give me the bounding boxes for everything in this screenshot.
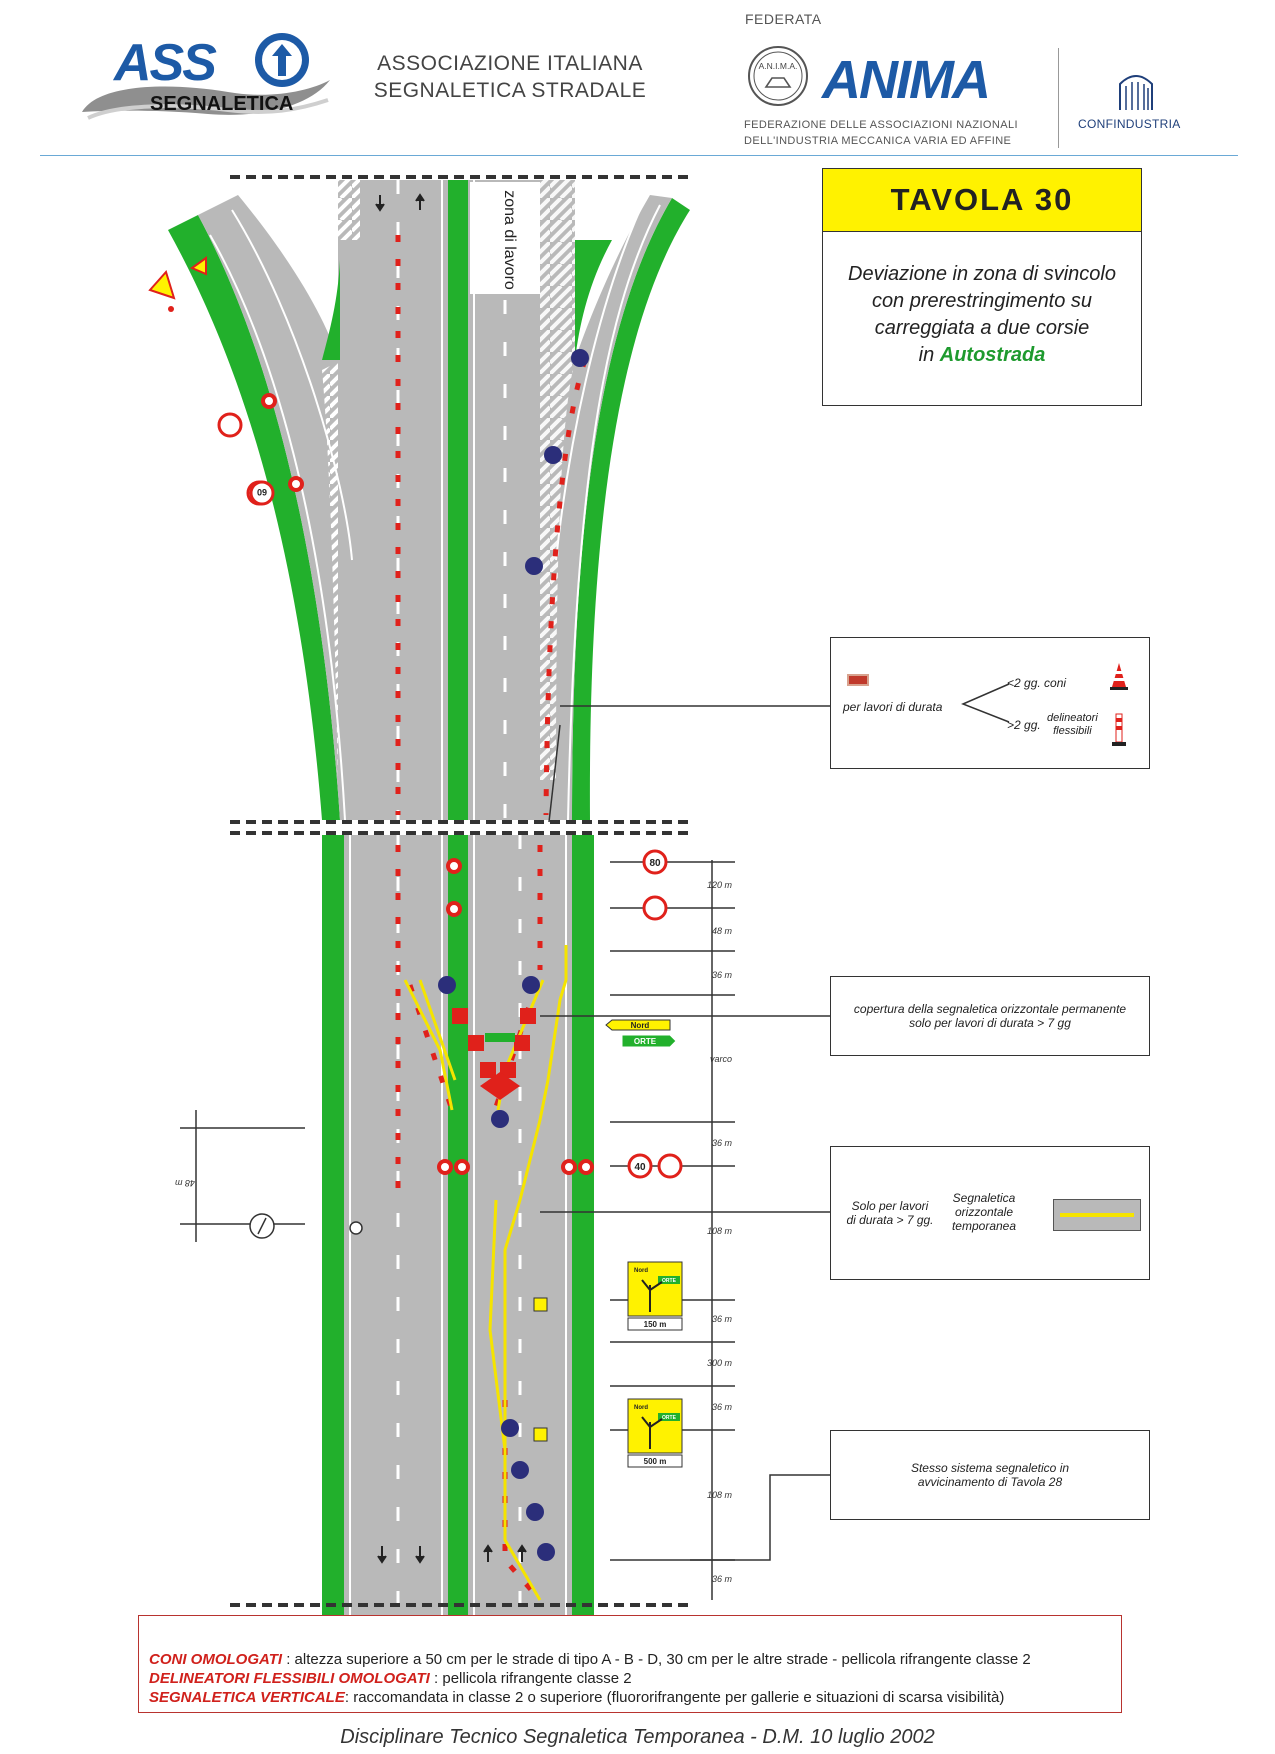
red-ring-signs	[261, 393, 594, 1175]
no-overtaking-sign-2	[657, 1153, 683, 1179]
chevron-panels	[452, 1008, 536, 1100]
svg-text:40: 40	[634, 1162, 646, 1173]
durata-callout: per lavori di durata <2 gg. coni >2 gg. …	[830, 637, 1150, 769]
note-segnaletica: SEGNALETICA VERTICALE: raccomandata in c…	[149, 1689, 1005, 1706]
confindustria-emblem-icon	[1119, 75, 1153, 110]
svg-text:varco: varco	[710, 1054, 732, 1064]
stesso-callout: Stesso sistema segnaletico in avviciname…	[830, 1430, 1150, 1520]
svg-text:Nord: Nord	[631, 1021, 650, 1030]
svg-text:ANIMA: ANIMA	[820, 50, 989, 108]
work-block-2	[533, 1427, 548, 1442]
speed-sign-60: 60	[249, 480, 275, 506]
delineator-swatch	[847, 674, 869, 686]
svg-text:300 m: 300 m	[707, 1358, 733, 1368]
anima-seal-logo: A.N.I.M.A.	[748, 46, 808, 106]
note-delineatori: DELINEATORI FLESSIBILI OMOLOGATI : pelli…	[149, 1670, 632, 1687]
svg-text:108 m: 108 m	[707, 1226, 733, 1236]
presignal-500: 500 m Nord ORTE	[627, 1398, 683, 1468]
arrow-lights	[438, 349, 589, 1561]
footer-text: Disciplinare Tecnico Segnaletica Tempora…	[340, 1726, 935, 1748]
svg-text:80: 80	[649, 858, 661, 869]
svg-text:36 m: 36 m	[712, 1314, 733, 1324]
association-name: ASSOCIAZIONE ITALIANA SEGNALETICA STRADA…	[373, 52, 647, 102]
temporanea-callout: Solo per lavori di durata > 7 gg. Segnal…	[830, 1146, 1150, 1280]
work-zone-label: zona di lavoro	[501, 190, 518, 290]
svg-text:150 m: 150 m	[644, 1320, 667, 1329]
notes-box: CONI OMOLOGATI : altezza superiore a 50 …	[138, 1615, 1122, 1713]
temporary-line-swatch	[1053, 1199, 1141, 1231]
svg-text:36 m: 36 m	[712, 1574, 733, 1584]
svg-text:Nord: Nord	[634, 1405, 648, 1411]
svg-text:ORTE: ORTE	[662, 1415, 677, 1421]
speed-sign-80: 80	[642, 849, 668, 875]
federata-label: FEDERATA	[745, 11, 822, 27]
svg-text:500 m: 500 m	[644, 1457, 667, 1466]
svg-text:120 m: 120 m	[707, 880, 733, 890]
lane-arrows	[375, 193, 527, 1564]
svg-text:A.N.I.M.A.: A.N.I.M.A.	[759, 61, 798, 71]
svg-text:ASS: ASS	[112, 34, 217, 92]
tavola-title: TAVOLA 30	[823, 169, 1141, 232]
svg-text:Nord: Nord	[634, 1268, 648, 1274]
note-coni: CONI OMOLOGATI : altezza superiore a 50 …	[149, 1651, 1031, 1668]
anima-federation-text: FEDERAZIONE DELLE ASSOCIAZIONI NAZIONALI…	[744, 119, 1018, 147]
svg-text:SEGNALETICA: SEGNALETICA	[150, 93, 293, 115]
anima-logo: ANIMA	[820, 50, 991, 108]
svg-text:ORTE: ORTE	[662, 1278, 677, 1284]
tavola-description: Deviazione in zona di svincolo con prere…	[848, 263, 1116, 366]
presignal-150: 150 m Nord ORTE	[627, 1261, 683, 1331]
distance-labels: 120 m 48 m 36 m varco 36 m 108 m 36 m 30…	[707, 880, 733, 1584]
svg-text:36 m: 36 m	[712, 1138, 733, 1148]
svg-text:108 m: 108 m	[707, 1490, 733, 1500]
svg-text:36 m: 36 m	[712, 1402, 733, 1412]
branch-lines	[961, 683, 1010, 723]
direction-signs: Nord ORTE	[605, 1019, 677, 1048]
header-rule	[40, 155, 1238, 156]
no-overtaking-sign	[642, 895, 668, 921]
cone-icon	[1110, 663, 1128, 690]
left-distance-label: 48 m	[174, 1178, 195, 1188]
autostrada-highlight: Autostrada	[939, 344, 1046, 366]
asso-logo: ASS SEGNALETICA	[82, 33, 330, 120]
svg-text:48 m: 48 m	[712, 926, 733, 936]
asphalt-upper: zona di lavoro	[198, 180, 672, 821]
svg-text:36 m: 36 m	[712, 970, 733, 980]
left-distance-scale	[180, 1110, 363, 1242]
delineator-icon	[1112, 713, 1126, 746]
section-breaks	[230, 175, 690, 1607]
speed-sign-40: 40	[627, 1153, 653, 1179]
grass-verge	[168, 180, 690, 1615]
header-divider	[1058, 48, 1059, 148]
svg-text:60: 60	[257, 487, 267, 497]
copertura-callout: copertura della segnaletica orizzontale …	[830, 976, 1150, 1056]
svg-text:ORTE: ORTE	[634, 1037, 657, 1046]
tavola-box: TAVOLA 30 Deviazione in zona di svincolo…	[822, 168, 1142, 406]
leader-lines	[540, 705, 830, 1561]
road-diagram: zona di lavoro	[148, 175, 830, 1615]
work-block	[533, 1297, 548, 1312]
confindustria-label: CONFINDUSTRIA	[1078, 117, 1181, 131]
